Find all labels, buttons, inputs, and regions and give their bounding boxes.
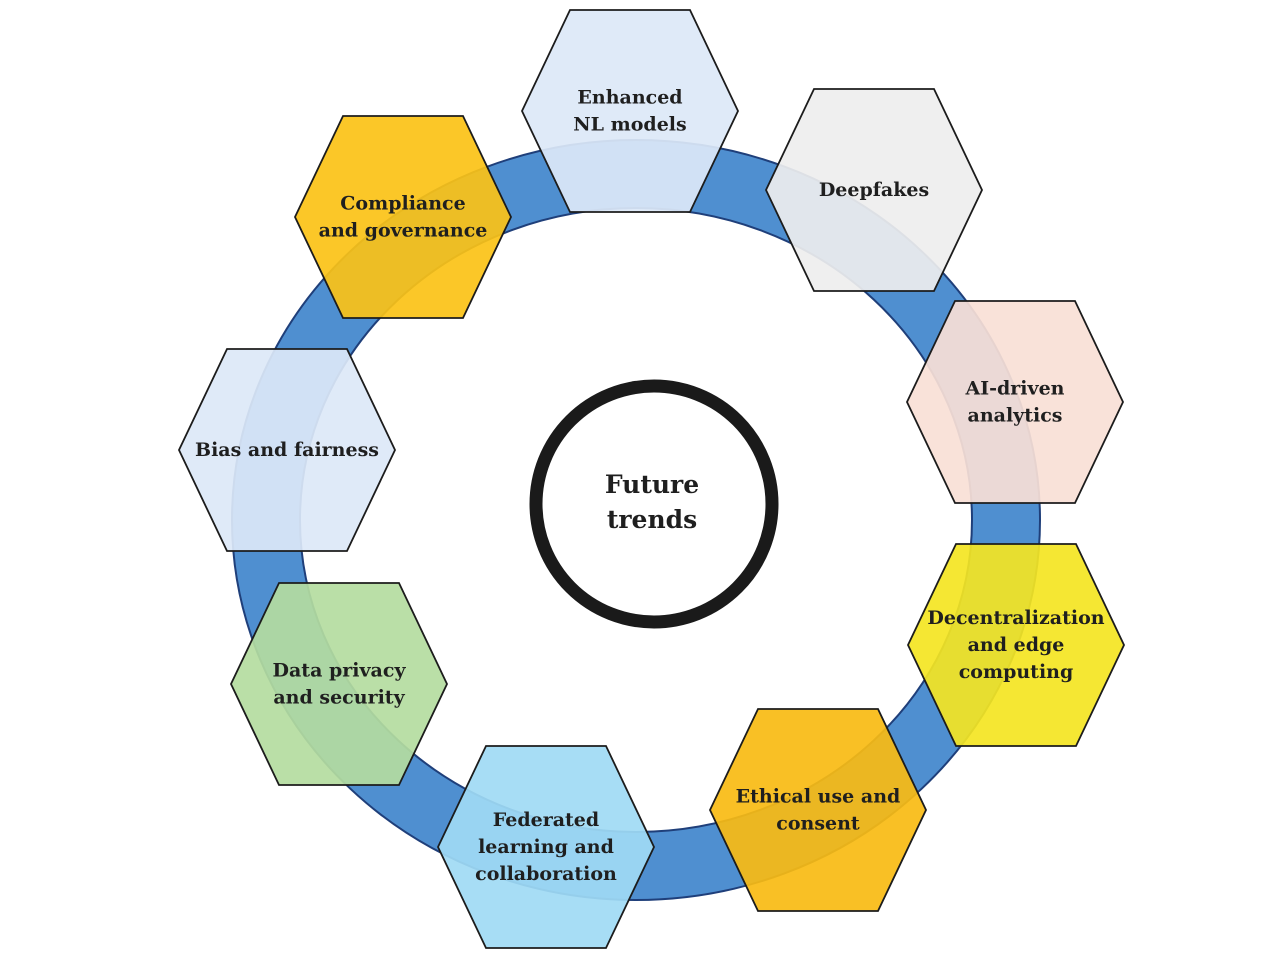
hex-shape bbox=[765, 88, 983, 292]
hex-label: Enhanced NL models bbox=[573, 87, 686, 136]
hex-shape bbox=[294, 115, 512, 319]
hex-enhanced-nl-models: Enhanced NL models bbox=[521, 9, 739, 213]
hex-compliance-and-governance: Compliance and governance bbox=[294, 115, 512, 319]
hex-label-line: consent bbox=[776, 813, 860, 835]
hex-label-line: Enhanced bbox=[577, 87, 682, 109]
hex-label-line: Ethical use and bbox=[736, 786, 901, 808]
hex-label-line: AI-driven bbox=[965, 378, 1065, 400]
hex-label: Decentralization and edge computing bbox=[927, 607, 1104, 683]
hex-label-line: analytics bbox=[968, 405, 1063, 427]
hex-label-line: Compliance bbox=[340, 193, 465, 215]
hex-label: Bias and fairness bbox=[195, 439, 379, 461]
hex-label-line: computing bbox=[959, 661, 1074, 683]
hex-data-privacy-and-security: Data privacy and security bbox=[230, 582, 448, 786]
center-title-line: trends bbox=[607, 505, 697, 534]
hex-label-line: NL models bbox=[573, 114, 686, 136]
hex-shape bbox=[521, 9, 739, 213]
hex-label-line: and edge bbox=[968, 634, 1065, 656]
hex-label: Compliance and governance bbox=[319, 193, 488, 242]
hex-label-line: Deepfakes bbox=[819, 179, 929, 201]
hex-label: Federated learning and collaboration bbox=[475, 809, 617, 885]
hex-label-line: collaboration bbox=[475, 863, 617, 885]
hex-label: AI-driven analytics bbox=[965, 378, 1065, 427]
hex-shape bbox=[437, 745, 655, 949]
center-title-line: Future bbox=[605, 470, 699, 499]
hex-deepfakes: Deepfakes bbox=[765, 88, 983, 292]
hex-shape bbox=[230, 582, 448, 786]
center-circle bbox=[529, 379, 779, 629]
hex-label-line: Decentralization bbox=[927, 607, 1104, 629]
hex-decentralization-and-edge-computing: Decentralization and edge computing bbox=[907, 543, 1125, 747]
hex-label-line: Data privacy bbox=[273, 660, 407, 682]
hex-label-line: Bias and fairness bbox=[195, 439, 379, 461]
hex-label: Deepfakes bbox=[819, 179, 929, 201]
hex-label: Data privacy and security bbox=[273, 660, 407, 709]
hex-label: Ethical use and consent bbox=[736, 786, 901, 835]
hex-shape bbox=[907, 543, 1125, 747]
hex-bias-and-fairness: Bias and fairness bbox=[178, 348, 396, 552]
hex-shape bbox=[178, 348, 396, 552]
hex-shape bbox=[906, 300, 1124, 504]
center-title: Future trends bbox=[605, 470, 699, 534]
hex-shape bbox=[709, 708, 927, 912]
hex-label-line: Federated bbox=[493, 809, 599, 831]
hex-label-line: and security bbox=[273, 687, 405, 709]
hex-label-line: and governance bbox=[319, 220, 488, 242]
hex-label-line: learning and bbox=[478, 836, 614, 858]
hex-federated-learning-and-collaboration: Federated learning and collaboration bbox=[437, 745, 655, 949]
hex-ai-driven-analytics: AI-driven analytics bbox=[906, 300, 1124, 504]
hex-ethical-use-and-consent: Ethical use and consent bbox=[709, 708, 927, 912]
